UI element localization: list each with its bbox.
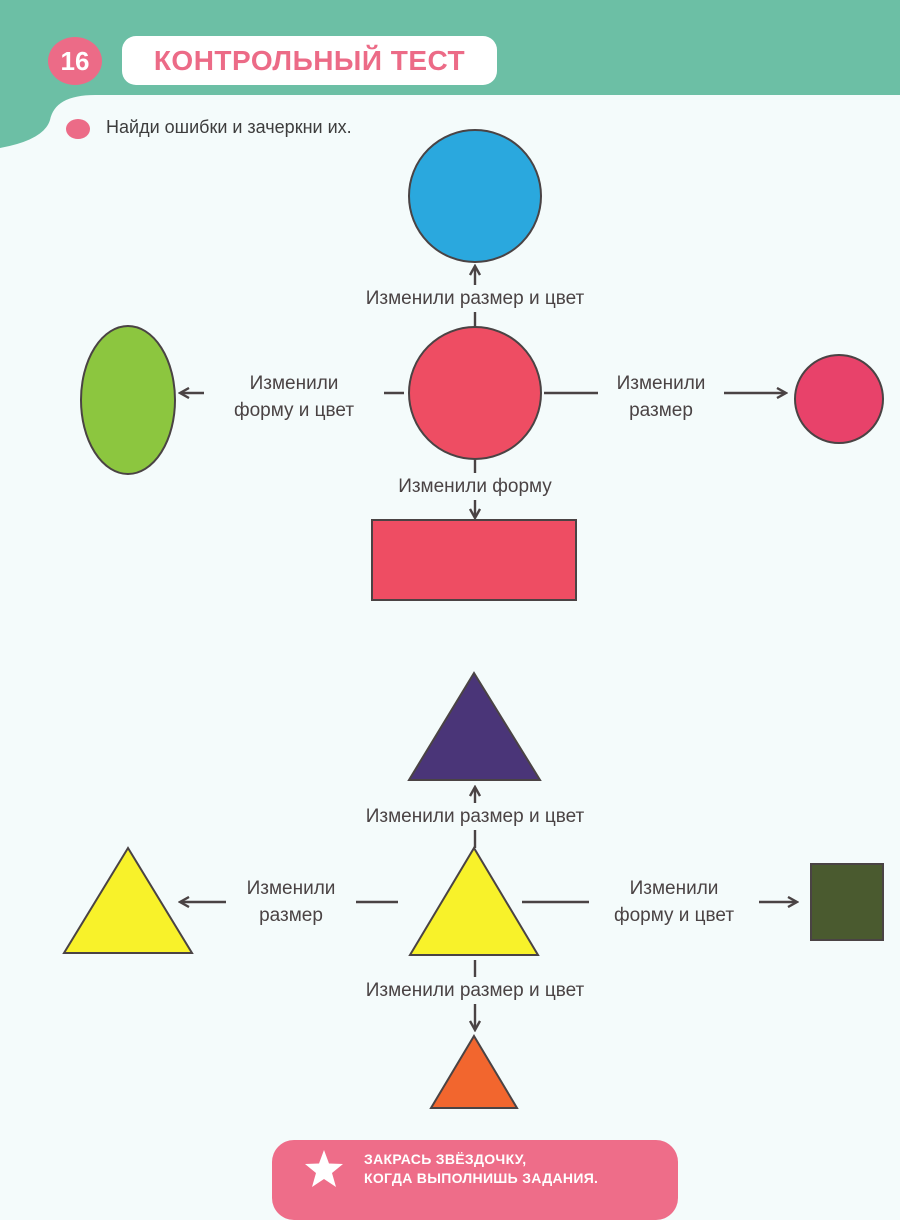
- circle-top-label: Изменили размер и цвет: [337, 285, 613, 312]
- yellow-triangle-left: [62, 846, 194, 954]
- footer-line2: КОГДА ВЫПОЛНИШЬ ЗАДАНИЯ.: [364, 1170, 599, 1186]
- circle-left-label-line1: Изменили: [249, 373, 339, 394]
- page-number-badge: 16: [48, 37, 102, 85]
- footer-line1: ЗАКРАСЬ ЗВЁЗДОЧКУ,: [364, 1151, 527, 1167]
- circle-left-label-line2: форму и цвет: [233, 400, 355, 421]
- orange-triangle: [429, 1034, 519, 1109]
- triangle-bottom-label: Изменили размер и цвет: [337, 977, 613, 1004]
- magenta-circle: [794, 354, 884, 444]
- star-icon[interactable]: [303, 1148, 345, 1190]
- green-ellipse: [80, 325, 176, 475]
- triangle-left-label: Изменили размер: [226, 875, 356, 929]
- red-circle-center: [408, 326, 542, 460]
- circle-right-label-line1: Изменили: [616, 373, 706, 394]
- circle-right-label-line2: размер: [629, 400, 693, 421]
- dark-green-square: [810, 863, 884, 941]
- purple-triangle: [407, 671, 542, 781]
- triangle-left-label-line1: Изменили: [246, 878, 336, 899]
- circle-left-label: Изменили форму и цвет: [204, 370, 384, 424]
- yellow-triangle-center: [408, 846, 540, 956]
- blue-circle: [408, 129, 542, 263]
- triangle-right-label: Изменили форму и цвет: [589, 875, 759, 929]
- circle-diagram: [80, 129, 884, 601]
- red-rectangle: [371, 519, 577, 601]
- footer-instruction: ЗАКРАСЬ ЗВЁЗДОЧКУ, КОГДА ВЫПОЛНИШЬ ЗАДАН…: [364, 1150, 598, 1188]
- circle-bottom-label: Изменили форму: [368, 473, 582, 500]
- task-bullet-icon: [66, 119, 90, 139]
- triangle-diagram: [62, 671, 884, 1109]
- page-title: КОНТРОЛЬНЫЙ ТЕСТ: [122, 36, 497, 85]
- circle-right-label: Изменили размер: [598, 370, 724, 424]
- task-instruction: Найди ошибки и зачеркни их.: [106, 117, 352, 137]
- triangle-top-label: Изменили размер и цвет: [337, 803, 613, 830]
- triangle-left-label-line2: размер: [259, 905, 323, 926]
- triangle-right-label-line1: Изменили: [629, 878, 719, 899]
- triangle-right-label-line2: форму и цвет: [613, 905, 735, 926]
